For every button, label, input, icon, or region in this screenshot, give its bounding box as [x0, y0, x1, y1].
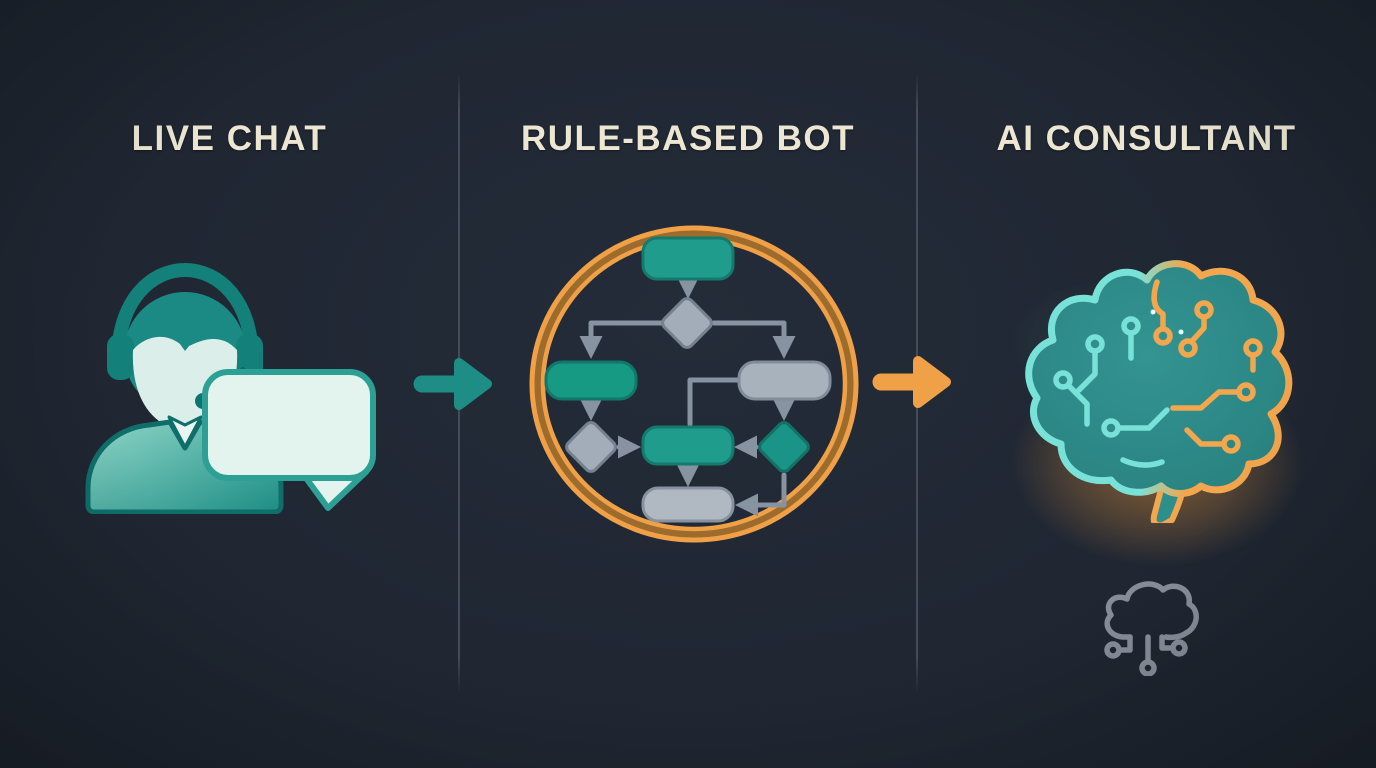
flow-node-center [641, 425, 735, 466]
sparkle-dot [1178, 329, 1184, 335]
headset-band [111, 263, 259, 367]
brain-outline [1025, 260, 1293, 497]
flow-node-right [737, 360, 832, 401]
arrow-right-orange-icon [872, 356, 951, 408]
cloud-trace-right [1159, 634, 1174, 651]
support-agent-with-speech-bubble-icon [85, 263, 376, 514]
cloud-outline [1104, 581, 1199, 641]
brain-circuits-orange [1151, 279, 1263, 454]
flow-node-left [544, 360, 638, 401]
stage-title-ai-consultant: AI CONSULTANT [996, 119, 1297, 158]
stage-title-rule-based-bot: RULE-BASED BOT [520, 119, 856, 158]
flowchart-in-orange-circle-icon [529, 225, 859, 543]
flow-node-start [641, 236, 735, 281]
flow-node-decision-left [565, 421, 617, 473]
flow-node-end [641, 486, 735, 523]
cloud-trace-left [1119, 634, 1133, 653]
speech-bubble [202, 369, 376, 511]
cloud-node-right [1170, 639, 1188, 657]
circuit-brain-icon [1025, 260, 1293, 523]
agent-collar [167, 415, 203, 449]
cloud-node-center [1139, 659, 1157, 676]
flow-node-decision-right [758, 421, 810, 473]
cloud-computing-icon [1104, 581, 1199, 676]
sparkle-dot [1150, 309, 1156, 315]
headset-earcup-left [107, 334, 134, 380]
cloud-node-left [1104, 641, 1122, 659]
arrow-right-teal-icon [413, 358, 492, 410]
speech-bubble-body [202, 369, 376, 481]
brain-circuits-teal [1053, 316, 1170, 468]
flow-node-decision-top [661, 297, 713, 349]
flow-connectors [579, 275, 796, 517]
stage-title-live-chat: LIVE CHAT [131, 119, 328, 158]
